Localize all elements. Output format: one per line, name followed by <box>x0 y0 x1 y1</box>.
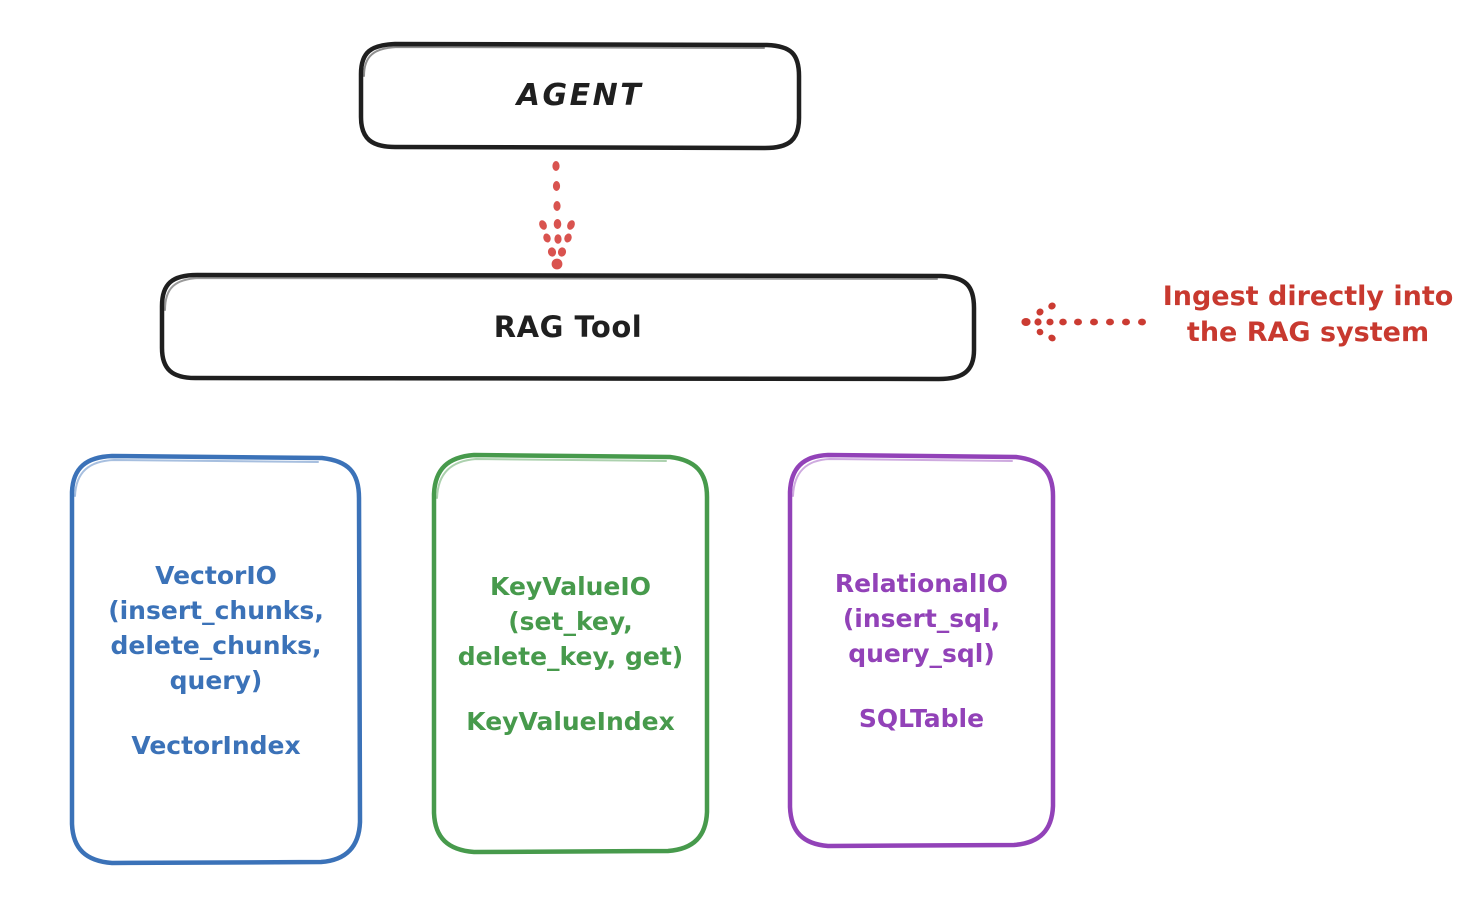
node-key-value-io-secondary-label: KeyValueIndex <box>466 707 675 736</box>
node-vector-io-primary-label: VectorIO (insert_chunks, delete_chunks, … <box>108 560 324 695</box>
connector-ingest-arrow-icon <box>1021 302 1146 342</box>
node-relational-io-primary-label: RelationalIO (insert_sql, query_sql) <box>834 569 1009 668</box>
node-vector-io-secondary-label: VectorIndex <box>131 730 301 760</box>
node-agent-label: AGENT <box>516 78 644 114</box>
annotation-ingest-directly: Ingest directly into the RAG system <box>1162 281 1454 349</box>
node-agent[interactable]: AGENT <box>355 38 805 154</box>
node-key-value-io[interactable]: KeyValueIO (set_key, delete_key, get) Ke… <box>428 450 713 858</box>
node-vector-io[interactable]: VectorIO (insert_chunks, delete_chunks, … <box>66 450 366 870</box>
node-relational-io-secondary-label: SQLTable <box>858 704 985 733</box>
node-rag-tool[interactable]: RAG Tool <box>157 270 979 384</box>
node-relational-io[interactable]: RelationalIO (insert_sql, query_sql) SQL… <box>784 450 1059 852</box>
node-key-value-io-primary-label: KeyValueIO (set_key, delete_key, get) <box>457 572 684 671</box>
connector-agent-to-rag-tool-icon <box>539 161 575 270</box>
node-rag-tool-label: RAG Tool <box>493 309 643 344</box>
